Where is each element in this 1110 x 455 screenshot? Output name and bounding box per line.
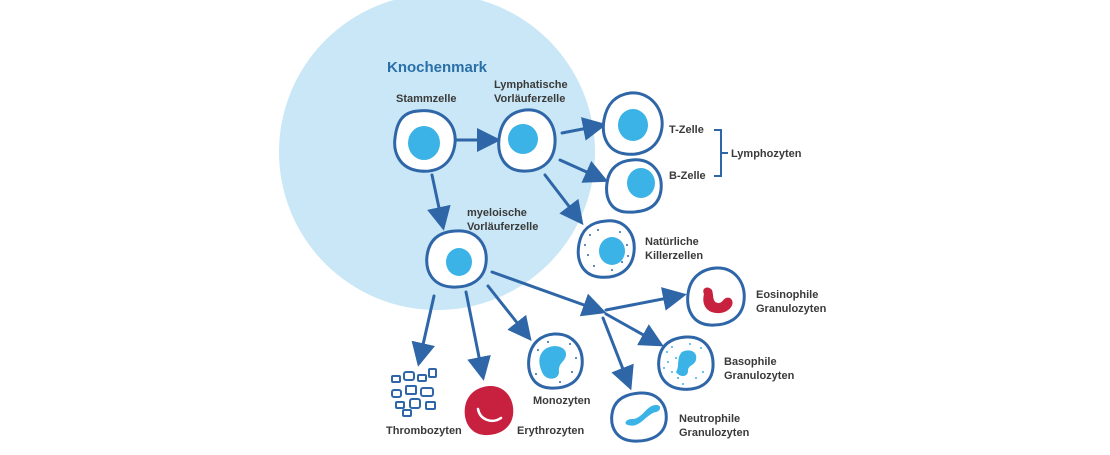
t-cell-icon (601, 91, 664, 156)
erythrocyte-label: Erythrozyten (517, 425, 585, 437)
lymphocytes-label: Lymphozyten (731, 148, 802, 160)
lymphoid-progenitor-icon (497, 108, 557, 173)
thrombocyte-label: Thrombozyten (386, 425, 462, 437)
monocyte-icon (527, 332, 584, 390)
myeloid-progenitor-icon (425, 229, 488, 289)
lineage-arrows (411, 117, 687, 391)
stem-cell-label: Stammzelle (396, 93, 457, 105)
eosinophil-label-line1: Eosinophile (756, 289, 819, 301)
arrow-stem-to-myeloid (427, 173, 451, 231)
basophil-label-line1: Basophile (724, 356, 777, 368)
arrow-branch-to-neutrophil (601, 316, 634, 391)
lymphoid-progenitor-label-line1: Lymphatische (494, 79, 568, 91)
neutrophil-label-line1: Neutrophile (679, 413, 741, 425)
arrow-branch-to-eosinophil (604, 287, 687, 312)
b-cell-label: B-Zelle (669, 170, 706, 182)
arrow-branch-to-basophil (604, 312, 664, 347)
neutrophil-icon (610, 391, 668, 443)
erythrocyte-icon (464, 385, 514, 436)
arrow-myeloid-to-thrombocyte (411, 294, 436, 367)
lymphocyte-bracket (714, 129, 728, 177)
thrombocyte-icon (391, 368, 437, 417)
stem-cell-icon (393, 109, 457, 173)
arrow-myeloid-to-monocyte (486, 284, 532, 342)
arrow-myeloid-to-branch (490, 270, 607, 317)
nk-cell-label-line1: Natürliche (645, 236, 699, 248)
t-cell-label: T-Zelle (669, 124, 704, 136)
eosinophil-icon (686, 266, 746, 327)
arrow-myeloid-to-erythrocyte (464, 290, 491, 381)
myeloid-progenitor-label-line2: Vorläuferzelle (467, 221, 539, 233)
lymphoid-progenitor-label-line2: Vorläuferzelle (494, 93, 566, 105)
myeloid-progenitor-label-line1: myeloische (467, 207, 527, 219)
neutrophil-label-line2: Granulozyten (679, 427, 750, 439)
basophil-label-line2: Granulozyten (724, 370, 795, 382)
b-cell-icon (605, 158, 663, 214)
arrow-lymphoid-to-bcell (558, 158, 609, 183)
natural-killer-cell-icon (576, 219, 636, 279)
nk-cell-label-line2: Killerzellen (645, 250, 704, 262)
monocyte-label: Monozyten (533, 395, 591, 407)
eosinophil-label-line2: Granulozyten (756, 303, 827, 315)
arrow-lymphoid-to-tcell (560, 117, 607, 141)
arrow-lymphoid-to-nk (543, 173, 584, 226)
bone-marrow-title: Knochenmark (387, 59, 488, 76)
basophil-icon (657, 335, 715, 391)
